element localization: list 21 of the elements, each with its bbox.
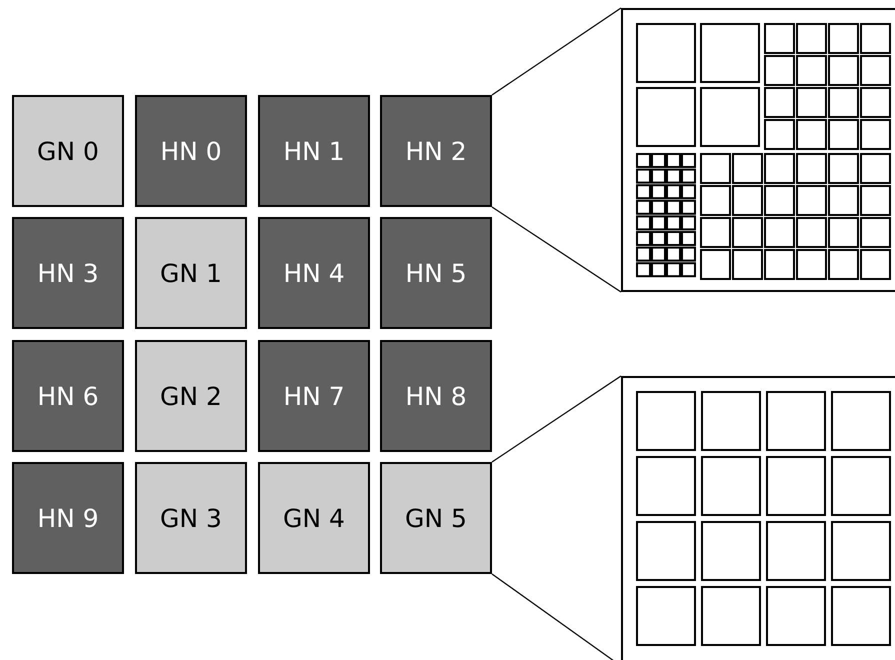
zoom-panel [621, 376, 895, 660]
tile: HN 4 [258, 217, 370, 329]
tile: HN 9 [12, 462, 124, 574]
tile: GN 2 [135, 340, 247, 452]
zoom-line [492, 8, 622, 96]
tile: HN 5 [380, 217, 492, 329]
tile: GN 4 [258, 462, 370, 574]
tile: GN 0 [12, 95, 124, 207]
tile: HN 6 [12, 340, 124, 452]
zoom-panel [621, 8, 895, 292]
tile: GN 1 [135, 217, 247, 329]
tile: HN 3 [12, 217, 124, 329]
tile: HN 1 [258, 95, 370, 207]
tile: HN 0 [135, 95, 247, 207]
tile: HN 8 [380, 340, 492, 452]
zoom-line [492, 206, 622, 292]
zoom-line [492, 376, 622, 462]
tile: HN 2 [380, 95, 492, 207]
tile: GN 5 [380, 462, 492, 574]
tile: GN 3 [135, 462, 247, 574]
tile: HN 7 [258, 340, 370, 452]
